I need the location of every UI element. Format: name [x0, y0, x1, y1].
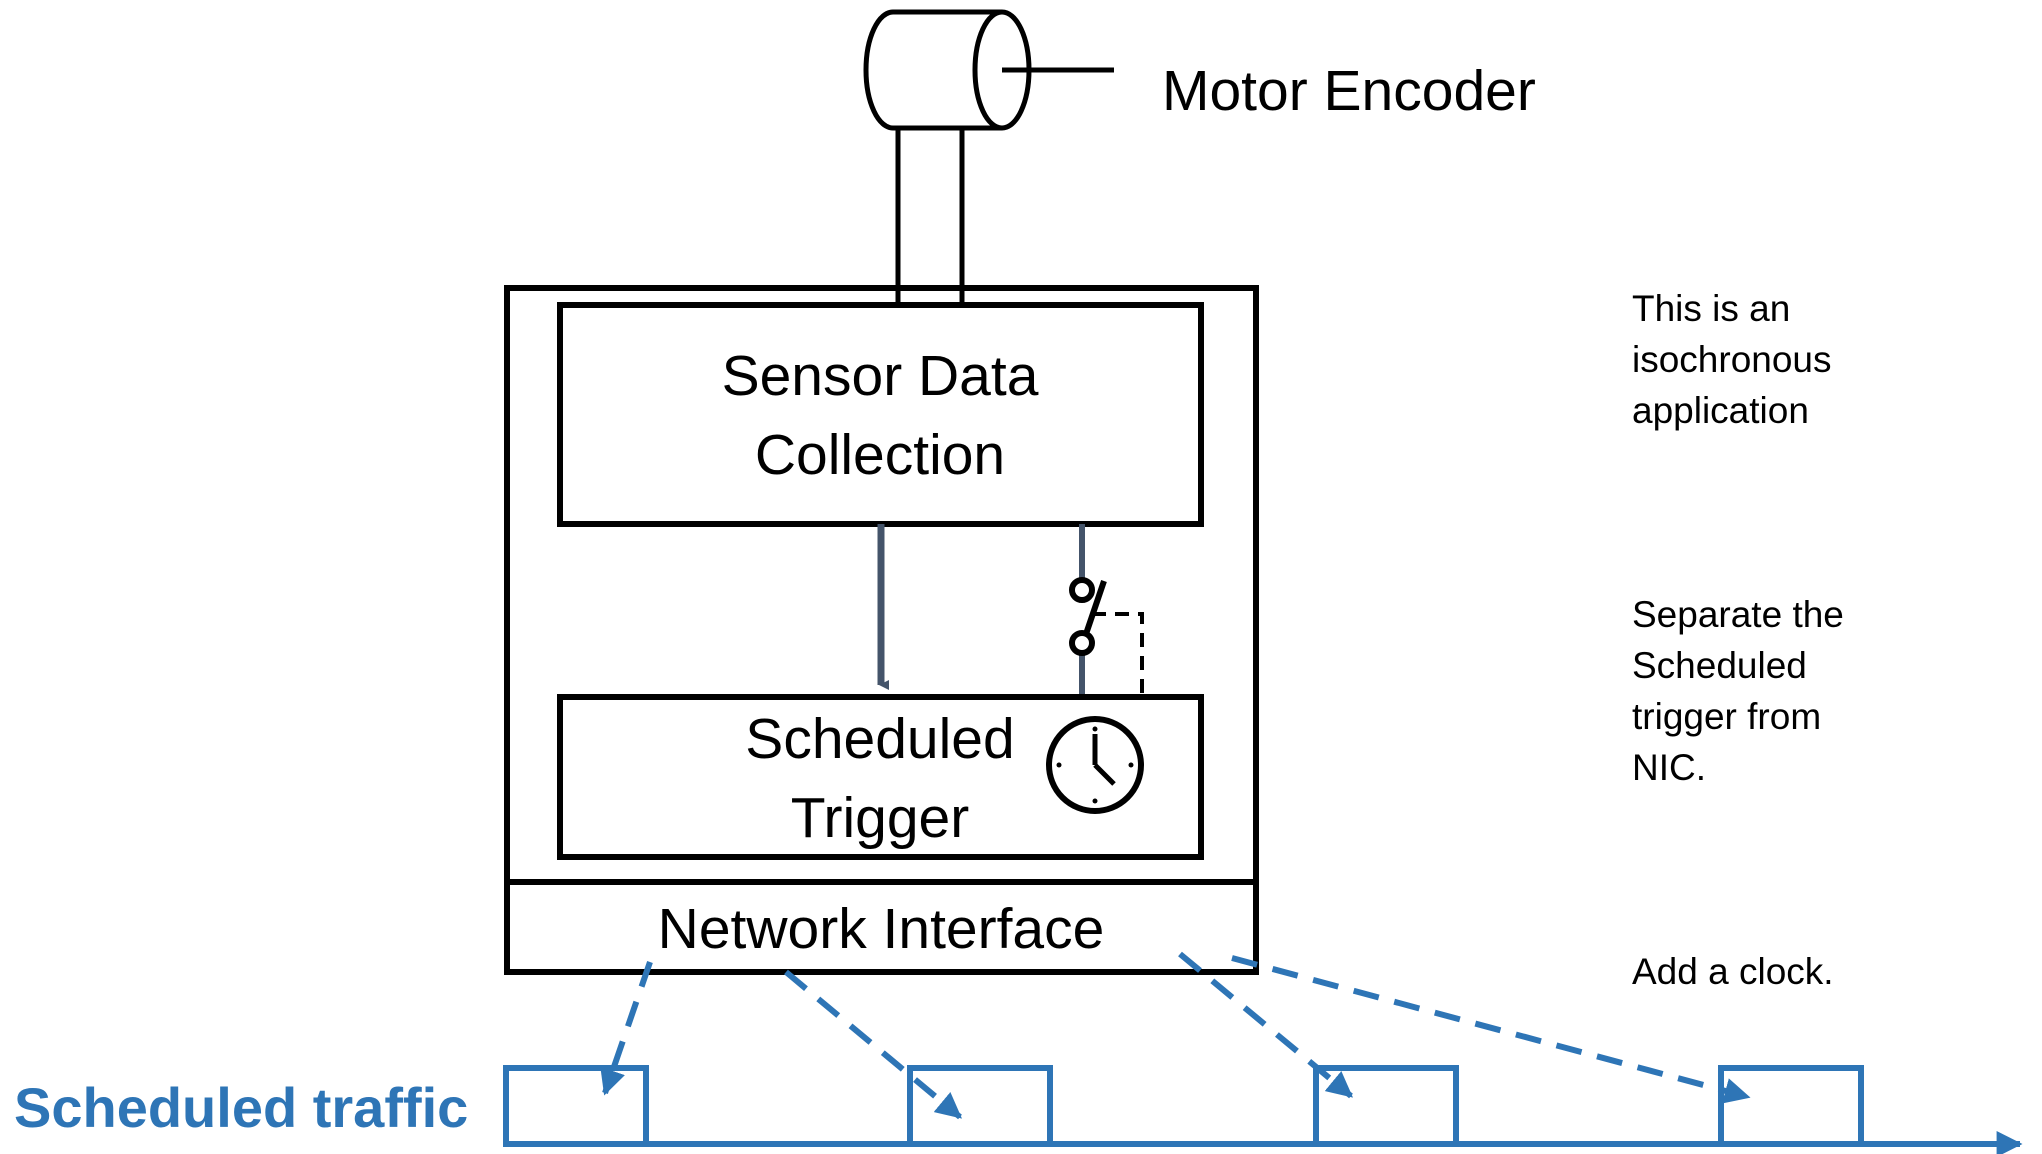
scheduled-trigger-line1: Scheduled [745, 707, 1014, 771]
network-interface-label: Network Interface [658, 897, 1105, 961]
sensor-data-collection-box [557, 302, 1204, 527]
sensor-data-collection-line2: Collection [755, 423, 1005, 487]
clock-icon [1046, 716, 1144, 814]
traffic-arrow-2 [784, 969, 962, 1120]
traffic-timeline [503, 1065, 2023, 1154]
traffic-arrow-3 [1178, 951, 1354, 1099]
device-enclosure [504, 285, 1259, 975]
note-spacer [1632, 844, 2012, 895]
encoder-cable [895, 128, 965, 304]
motor-encoder-label: Motor Encoder [1162, 59, 1536, 123]
note-spacer [1632, 487, 2012, 538]
traffic-arrow-4 [1231, 955, 1751, 1104]
note-add-clock: Add a clock. [1632, 951, 1834, 992]
scheduled-trigger-line2: Trigger [791, 786, 969, 850]
note-separate-trigger: Separate the Scheduled trigger from NIC. [1632, 594, 1844, 788]
scheduled-traffic-label: Scheduled traffic [14, 1076, 468, 1139]
traffic-arrows [600, 951, 1751, 1120]
traffic-slot-3 [1313, 1065, 1459, 1147]
traffic-slot-2 [907, 1065, 1053, 1147]
notes-panel: This is an isochronous application Separ… [1632, 232, 2012, 1048]
note-isochronous: This is an isochronous application [1632, 288, 1832, 431]
traffic-slot-4 [1718, 1065, 1864, 1147]
traffic-arrow-1 [600, 961, 653, 1096]
traffic-slot-1 [503, 1065, 649, 1147]
sensor-data-collection-line1: Sensor Data [722, 344, 1039, 408]
